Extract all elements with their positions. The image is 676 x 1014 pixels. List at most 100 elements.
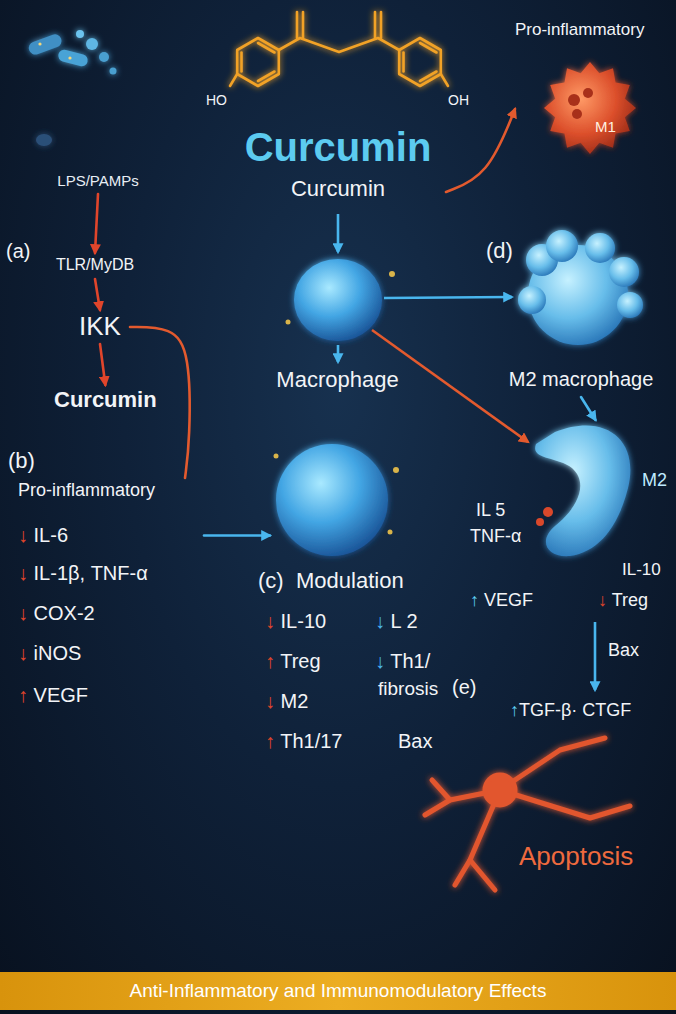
bacterium	[76, 30, 84, 38]
dot	[393, 467, 399, 473]
annotation-label: (e)	[452, 676, 476, 699]
m1-cell	[544, 62, 636, 154]
double-bond	[420, 43, 437, 53]
text-run: Th1/	[385, 650, 430, 672]
bacterium	[110, 68, 117, 75]
bacterium	[57, 48, 89, 67]
soma	[485, 775, 515, 805]
node-subtext: ↓ IL-1β, TNF-α	[18, 562, 148, 585]
cytokine-list: Pro-inflammatory ↓ IL-6 ↓ IL-1β, TNF-α ↓ CO…	[14, 478, 204, 718]
arrow-glyph: ↓	[598, 590, 607, 610]
cell-bump	[617, 292, 643, 318]
arrow-glyph: ↓	[18, 642, 28, 664]
arrow-glyph: ↑	[265, 650, 275, 672]
arrow-glyph: ↓	[375, 650, 385, 672]
branch	[500, 738, 605, 790]
node-text: Pro-inflammatory	[18, 480, 155, 501]
bacterium	[36, 134, 52, 146]
macrophage-node: Macrophage	[270, 365, 405, 560]
node-text: M2 macrophage	[509, 368, 654, 391]
pathway-connector	[95, 194, 98, 253]
arrow	[337, 214, 340, 252]
hydroxyl-bond	[441, 74, 448, 86]
macrophage-cell	[294, 259, 382, 341]
cell-bump	[609, 257, 639, 287]
arrow-glyph: ↓	[265, 690, 275, 712]
node-text: IKK	[79, 312, 121, 342]
annotation-label: ↑TGF-β· CTGF	[510, 700, 631, 721]
annotation-label: IL-10	[622, 560, 661, 580]
node-subtext: ↓ iNOS	[18, 642, 81, 665]
text-run: L 2	[385, 610, 418, 632]
annotation-label: OH	[448, 92, 469, 108]
text-run: Th1/17	[275, 730, 342, 752]
annotation-label: ↓ Th1/	[375, 650, 430, 673]
hydroxyl-bond	[230, 74, 237, 86]
node-subtext: M1	[595, 118, 616, 135]
node-text: LPS/PAMPs	[57, 172, 138, 189]
pathway-step: TLR/MyDB	[40, 253, 150, 279]
double-bond	[258, 72, 275, 82]
annotation-label: HO	[206, 92, 227, 108]
branch	[470, 860, 495, 890]
granule	[568, 94, 580, 106]
title-block: CurcuminCurcumin	[230, 120, 446, 210]
annotation-label: ↓ IL-10	[265, 610, 326, 633]
double-bond	[240, 53, 243, 72]
pathway-step: LPS/PAMPs	[36, 170, 160, 194]
carbon-chain	[279, 38, 399, 52]
dot	[388, 530, 393, 535]
annotation-label: (b)	[8, 448, 35, 473]
pathway-connector	[95, 279, 100, 310]
text-run: COX-2	[28, 602, 95, 624]
annotation-label: ↓ L 2	[375, 610, 418, 633]
dot	[286, 320, 291, 325]
arrow-glyph: ↓	[18, 602, 28, 624]
node-text: Curcumin	[245, 124, 432, 170]
pathway-arrows	[338, 214, 595, 690]
node-text: Pro-inflammatory	[515, 20, 644, 40]
m1-cell-node: Pro-inflammatoryM1	[515, 18, 670, 158]
arrow-glyph: ↑	[265, 730, 275, 752]
arrow-glyph: ↓	[18, 524, 28, 546]
annotation-label: ↑ Treg	[265, 650, 321, 673]
arrow-glyph: ↓	[375, 610, 385, 632]
annotation-label: Bax	[398, 730, 432, 753]
node-text: TLR/MyDB	[56, 256, 134, 274]
annotation-label: ↑ VEGF	[470, 590, 533, 611]
double-bond	[420, 72, 437, 82]
arrow	[337, 345, 340, 362]
annotation-label: (c)	[258, 568, 284, 593]
text-run: Treg	[607, 590, 648, 610]
double-bond	[402, 53, 405, 72]
granule	[536, 518, 544, 526]
dot	[38, 42, 41, 45]
text-run: IL-10	[275, 610, 326, 632]
bacterium	[27, 33, 63, 57]
text-run: M2	[275, 690, 308, 712]
arrow-glyph: ↑	[18, 684, 28, 706]
apoptosis-node: Apoptosis	[515, 840, 665, 876]
text-run: VEGF	[28, 684, 88, 706]
benzene-ring	[399, 38, 441, 86]
node-subtext: ↓ IL-6	[18, 524, 68, 547]
node-subtext: ↓ COX-2	[18, 602, 95, 625]
node-subtext: Curcumin	[291, 176, 385, 201]
annotation-label: Modulation	[296, 568, 404, 593]
branch	[432, 780, 450, 800]
bacterium	[99, 52, 109, 62]
node-subtext: ↑ VEGF	[18, 684, 88, 707]
pathway-connector	[204, 534, 270, 537]
bacterium	[86, 38, 98, 50]
granule	[572, 109, 582, 119]
arrow-glyph: ↑	[470, 590, 479, 610]
pathway-connector	[581, 397, 596, 420]
annotation-label: Bax	[608, 640, 639, 661]
cell-bump	[518, 286, 546, 314]
annotation-label: TNF-α	[470, 526, 521, 547]
m2-cell	[518, 230, 643, 345]
carbonyl-bond	[302, 12, 305, 38]
annotation-label: (a)	[6, 240, 30, 263]
text-run: Treg	[275, 650, 321, 672]
annotation-label: ↓ M2	[265, 690, 308, 713]
